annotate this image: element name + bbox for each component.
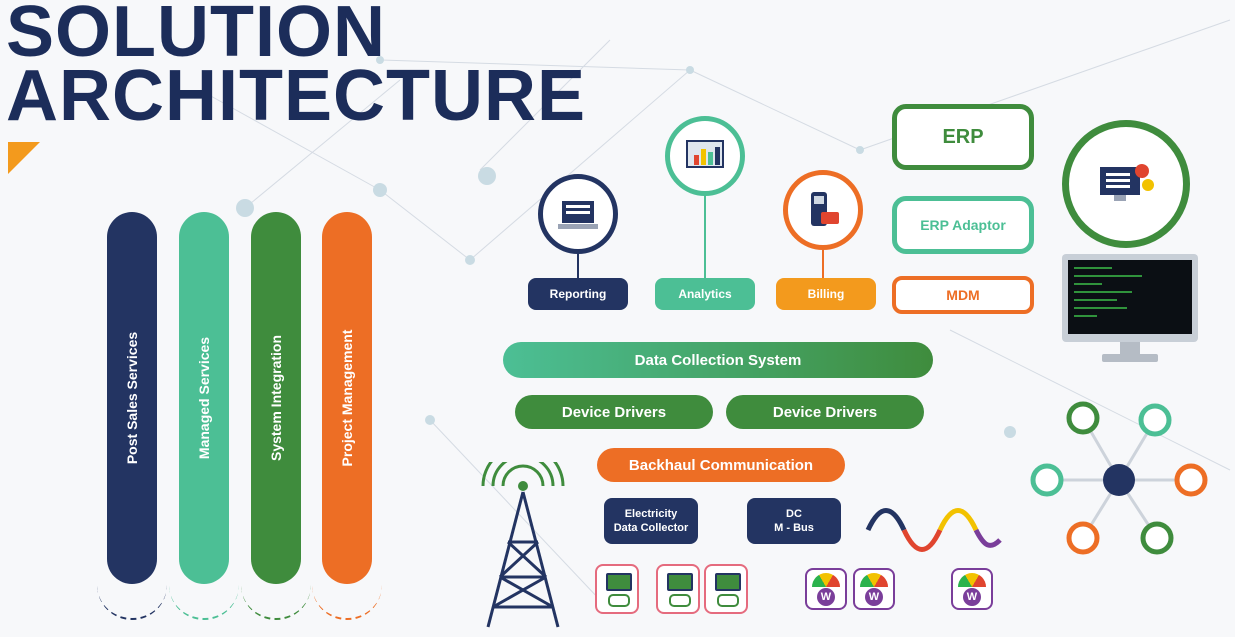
tower-icon: [481, 462, 565, 628]
gauge-letter: W: [963, 588, 981, 606]
gauge-letter: W: [817, 588, 835, 606]
settings-monitor-icon: [1062, 120, 1190, 248]
pillar-project-management: Project Management: [322, 212, 372, 584]
analytics-button[interactable]: Analytics: [655, 278, 755, 310]
hub-network-icon: [1030, 401, 1208, 555]
reporting-icon: [538, 174, 618, 254]
electricity-data-collector: Electricity Data Collector: [604, 498, 698, 544]
gauge-letter: W: [865, 588, 883, 606]
collector-label-line2: Data Collector: [613, 522, 689, 534]
collector-label-line1: Electricity: [624, 508, 678, 520]
gauge-meter-icon: W: [853, 568, 895, 610]
billing-icon: [783, 170, 863, 250]
pillar-dash: [97, 582, 167, 620]
analytics-icon: [665, 116, 745, 196]
reporting-button[interactable]: Reporting: [528, 278, 628, 310]
device-drivers-bar-2: Device Drivers: [726, 395, 924, 429]
collector-label-line2: M - Bus: [774, 522, 814, 534]
billing-button[interactable]: Billing: [776, 278, 876, 310]
pillar-label: Managed Services: [196, 336, 212, 460]
pillar-system-integration: System Integration: [251, 212, 301, 584]
pillar-post-sales-services: Post Sales Services: [107, 212, 157, 584]
electricity-meter-icon: [704, 564, 748, 614]
electricity-meter-icon: [656, 564, 700, 614]
device-drivers-bar-1: Device Drivers: [515, 395, 713, 429]
pillar-label: Post Sales Services: [124, 331, 140, 465]
mdm-box: MDM: [892, 276, 1034, 314]
electricity-meter-icon: [595, 564, 639, 614]
corner-accent: [8, 142, 40, 174]
terminal-monitor-icon: [1062, 254, 1198, 362]
title-line-2: ARCHITECTURE: [6, 56, 586, 136]
pillar-dash: [312, 582, 382, 620]
title-line-1: SOLUTION: [6, 0, 386, 72]
pillar-dash: [241, 582, 311, 620]
pillar-label: Project Management: [339, 329, 355, 467]
collector-label-line1: DC: [786, 508, 802, 520]
pillar-managed-services: Managed Services: [179, 212, 229, 584]
signal-wave-icon: [865, 508, 1002, 552]
erp-adaptor-box: ERP Adaptor: [892, 196, 1034, 254]
data-collection-system-bar: Data Collection System: [503, 342, 933, 378]
gauge-meter-icon: W: [951, 568, 993, 610]
backhaul-communication-bar: Backhaul Communication: [597, 448, 845, 482]
pillar-dash: [169, 582, 239, 620]
dc-m-bus: DC M - Bus: [747, 498, 841, 544]
erp-box: ERP: [892, 104, 1034, 170]
pillar-label: System Integration: [268, 334, 284, 462]
gauge-meter-icon: W: [805, 568, 847, 610]
